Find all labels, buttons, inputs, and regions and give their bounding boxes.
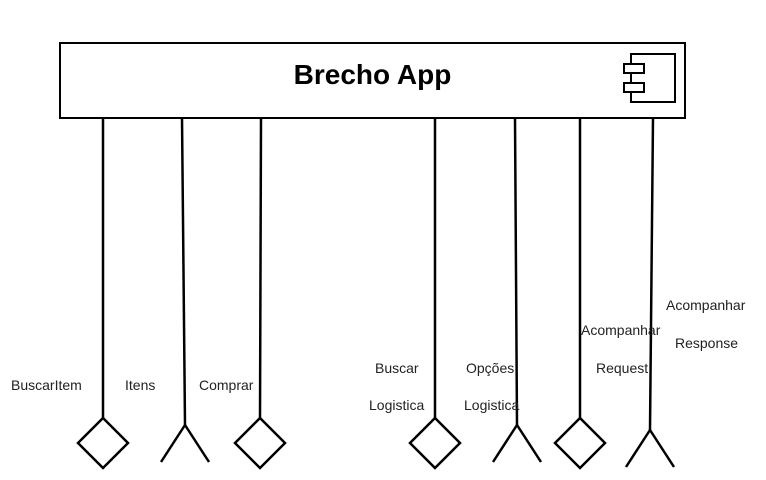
- port-required-1[interactable]: [159, 117, 211, 463]
- provided-interface-diamond: [553, 416, 607, 470]
- required-interface-fork: [624, 427, 676, 468]
- required-interface-fork: [491, 422, 543, 463]
- port-label-opcoes-logistica-2: Logistica: [464, 397, 520, 413]
- port-label-buscar-logistica-1: Buscar: [375, 360, 419, 376]
- port-label-comprar: Comprar: [199, 377, 254, 393]
- port-label-buscar-item: BuscarItem: [11, 377, 82, 393]
- port-label-acompanhar-response-2: Response: [675, 335, 739, 351]
- port-label-acompanhar-request-2: Request: [596, 360, 649, 376]
- port-label-acompanhar-response-1: Acompanhar: [666, 297, 746, 313]
- port-provided-2[interactable]: [233, 117, 287, 470]
- component-title: Brecho App: [293, 59, 452, 90]
- provided-interface-diamond: [76, 416, 130, 470]
- port-connector-line: [648, 117, 655, 431]
- port-label-buscar-logistica-2: Logistica: [369, 397, 425, 413]
- port-required-6[interactable]: [624, 117, 676, 468]
- port-provided-0[interactable]: [76, 118, 130, 470]
- port-connector-line: [513, 117, 519, 426]
- port-connector-line: [258, 117, 263, 419]
- port-provided-3[interactable]: [408, 118, 462, 470]
- port-connector-line: [180, 117, 187, 426]
- port-required-4[interactable]: [491, 117, 543, 463]
- required-interface-fork: [159, 422, 211, 463]
- port-label-itens: Itens: [125, 377, 156, 393]
- interface-ports: [76, 117, 676, 470]
- provided-interface-diamond: [233, 416, 287, 470]
- port-label-opcoes-logistica-1: Opções: [466, 360, 515, 376]
- provided-interface-diamond: [408, 416, 462, 470]
- component-box[interactable]: [59, 42, 686, 119]
- port-provided-5[interactable]: [553, 118, 607, 470]
- port-label-acompanhar-request-1: Acompanhar: [581, 322, 661, 338]
- uml-component-icon: [623, 53, 676, 103]
